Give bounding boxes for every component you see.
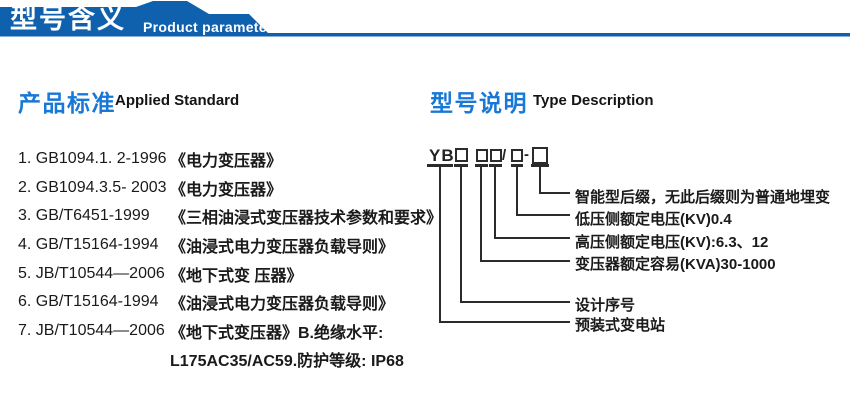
standard-title: 《电力变压器》 [170,153,283,171]
banner-subtitle: Product parameters [143,19,281,35]
model-code-box-3 [490,149,502,162]
standard-code: 6. GB/T15164-1994 [18,293,159,311]
model-code-prefix: YB [429,146,455,165]
connector-hv-voltage [494,167,570,239]
applied-standard-heading-en: Applied Standard [115,92,240,109]
standard-code: 4. GB/T15164-1994 [18,236,159,254]
standard-row-continuation: L175AC35/AC59.防护等级: IP68 [18,345,448,374]
standard-row: 4. GB/T15164-1994 《油浸式电力变压器负载导则》 [18,231,448,260]
standard-row: 3. GB/T6451-1999 《三相油浸式变压器技术参数和要求》 [18,202,448,231]
model-code-slash: / [502,147,507,164]
type-description-heading-cn: 型号说明 [430,90,528,116]
banner-title: 型号含义 [10,4,126,34]
banner-ribbon [0,1,850,37]
label-lv-voltage: 低压侧额定电压(KV)0.4 [575,211,732,228]
connector-smart-suffix [539,167,570,194]
standard-title: 《油浸式电力变压器负载导则》 [170,296,395,314]
applied-standard-heading-cn: 产品标准 [18,90,116,116]
standard-row: 7. JB/T10544—2006 《地下式变压器》B.绝缘水平: [18,317,448,346]
standard-code: 1. GB1094.1. 2-1996 [18,150,167,168]
standard-code: 7. JB/T10544—2006 [18,321,165,339]
standard-row: 5. JB/T10544—2006 《地下式变 压器》 [18,259,448,288]
standard-code: 2. GB1094.3.5- 2003 [18,178,167,196]
connector-rated-capacity [480,167,570,262]
label-design-serial: 设计序号 [575,297,636,314]
model-code-box-4 [511,149,523,162]
connector-prefab-substation [439,167,570,323]
standard-title: 《电力变压器》 [170,181,283,199]
standard-row: 2. GB1094.3.5- 2003 《电力变压器》 [18,174,448,203]
model-code-dash: - [524,146,529,163]
label-smart-suffix: 智能型后缀，无此后缀则为普通地埋变 [575,189,831,206]
connector-design-serial [460,167,570,303]
standard-code: 3. GB/T6451-1999 [18,207,150,225]
standard-title: 《油浸式电力变压器负载导则》 [170,239,395,257]
label-rated-capacity: 变压器额定容易(KVA)30-1000 [575,256,776,273]
label-hv-voltage: 高压侧额定电压(KV):6.3、12 [575,234,769,251]
standard-title: 《三相油浸式变压器技术参数和要求》 [170,210,443,228]
model-code-box-5 [532,147,548,164]
standard-code: 5. JB/T10544—2006 [18,264,165,282]
standard-title: 《地下式变 压器》 [170,267,303,285]
standard-row: 1. GB1094.1. 2-1996 《电力变压器》 [18,145,448,174]
connector-lv-voltage [516,167,570,216]
standard-title: 《地下式变压器》B.绝缘水平: [170,324,384,342]
type-description-heading-en: Type Description [533,92,654,109]
banner-ribbon-shape [0,1,850,37]
standard-title: L175AC35/AC59.防护等级: IP68 [170,353,404,371]
standard-row: 6. GB/T15164-1994 《油浸式电力变压器负载导则》 [18,288,448,317]
connector-lines [439,167,570,323]
model-code-box-1 [455,148,468,162]
label-prefab-substation: 预装式变电站 [575,317,666,334]
standards-list: 1. GB1094.1. 2-1996 《电力变压器》 2. GB1094.3.… [18,145,448,374]
model-code-box-2 [476,149,488,162]
